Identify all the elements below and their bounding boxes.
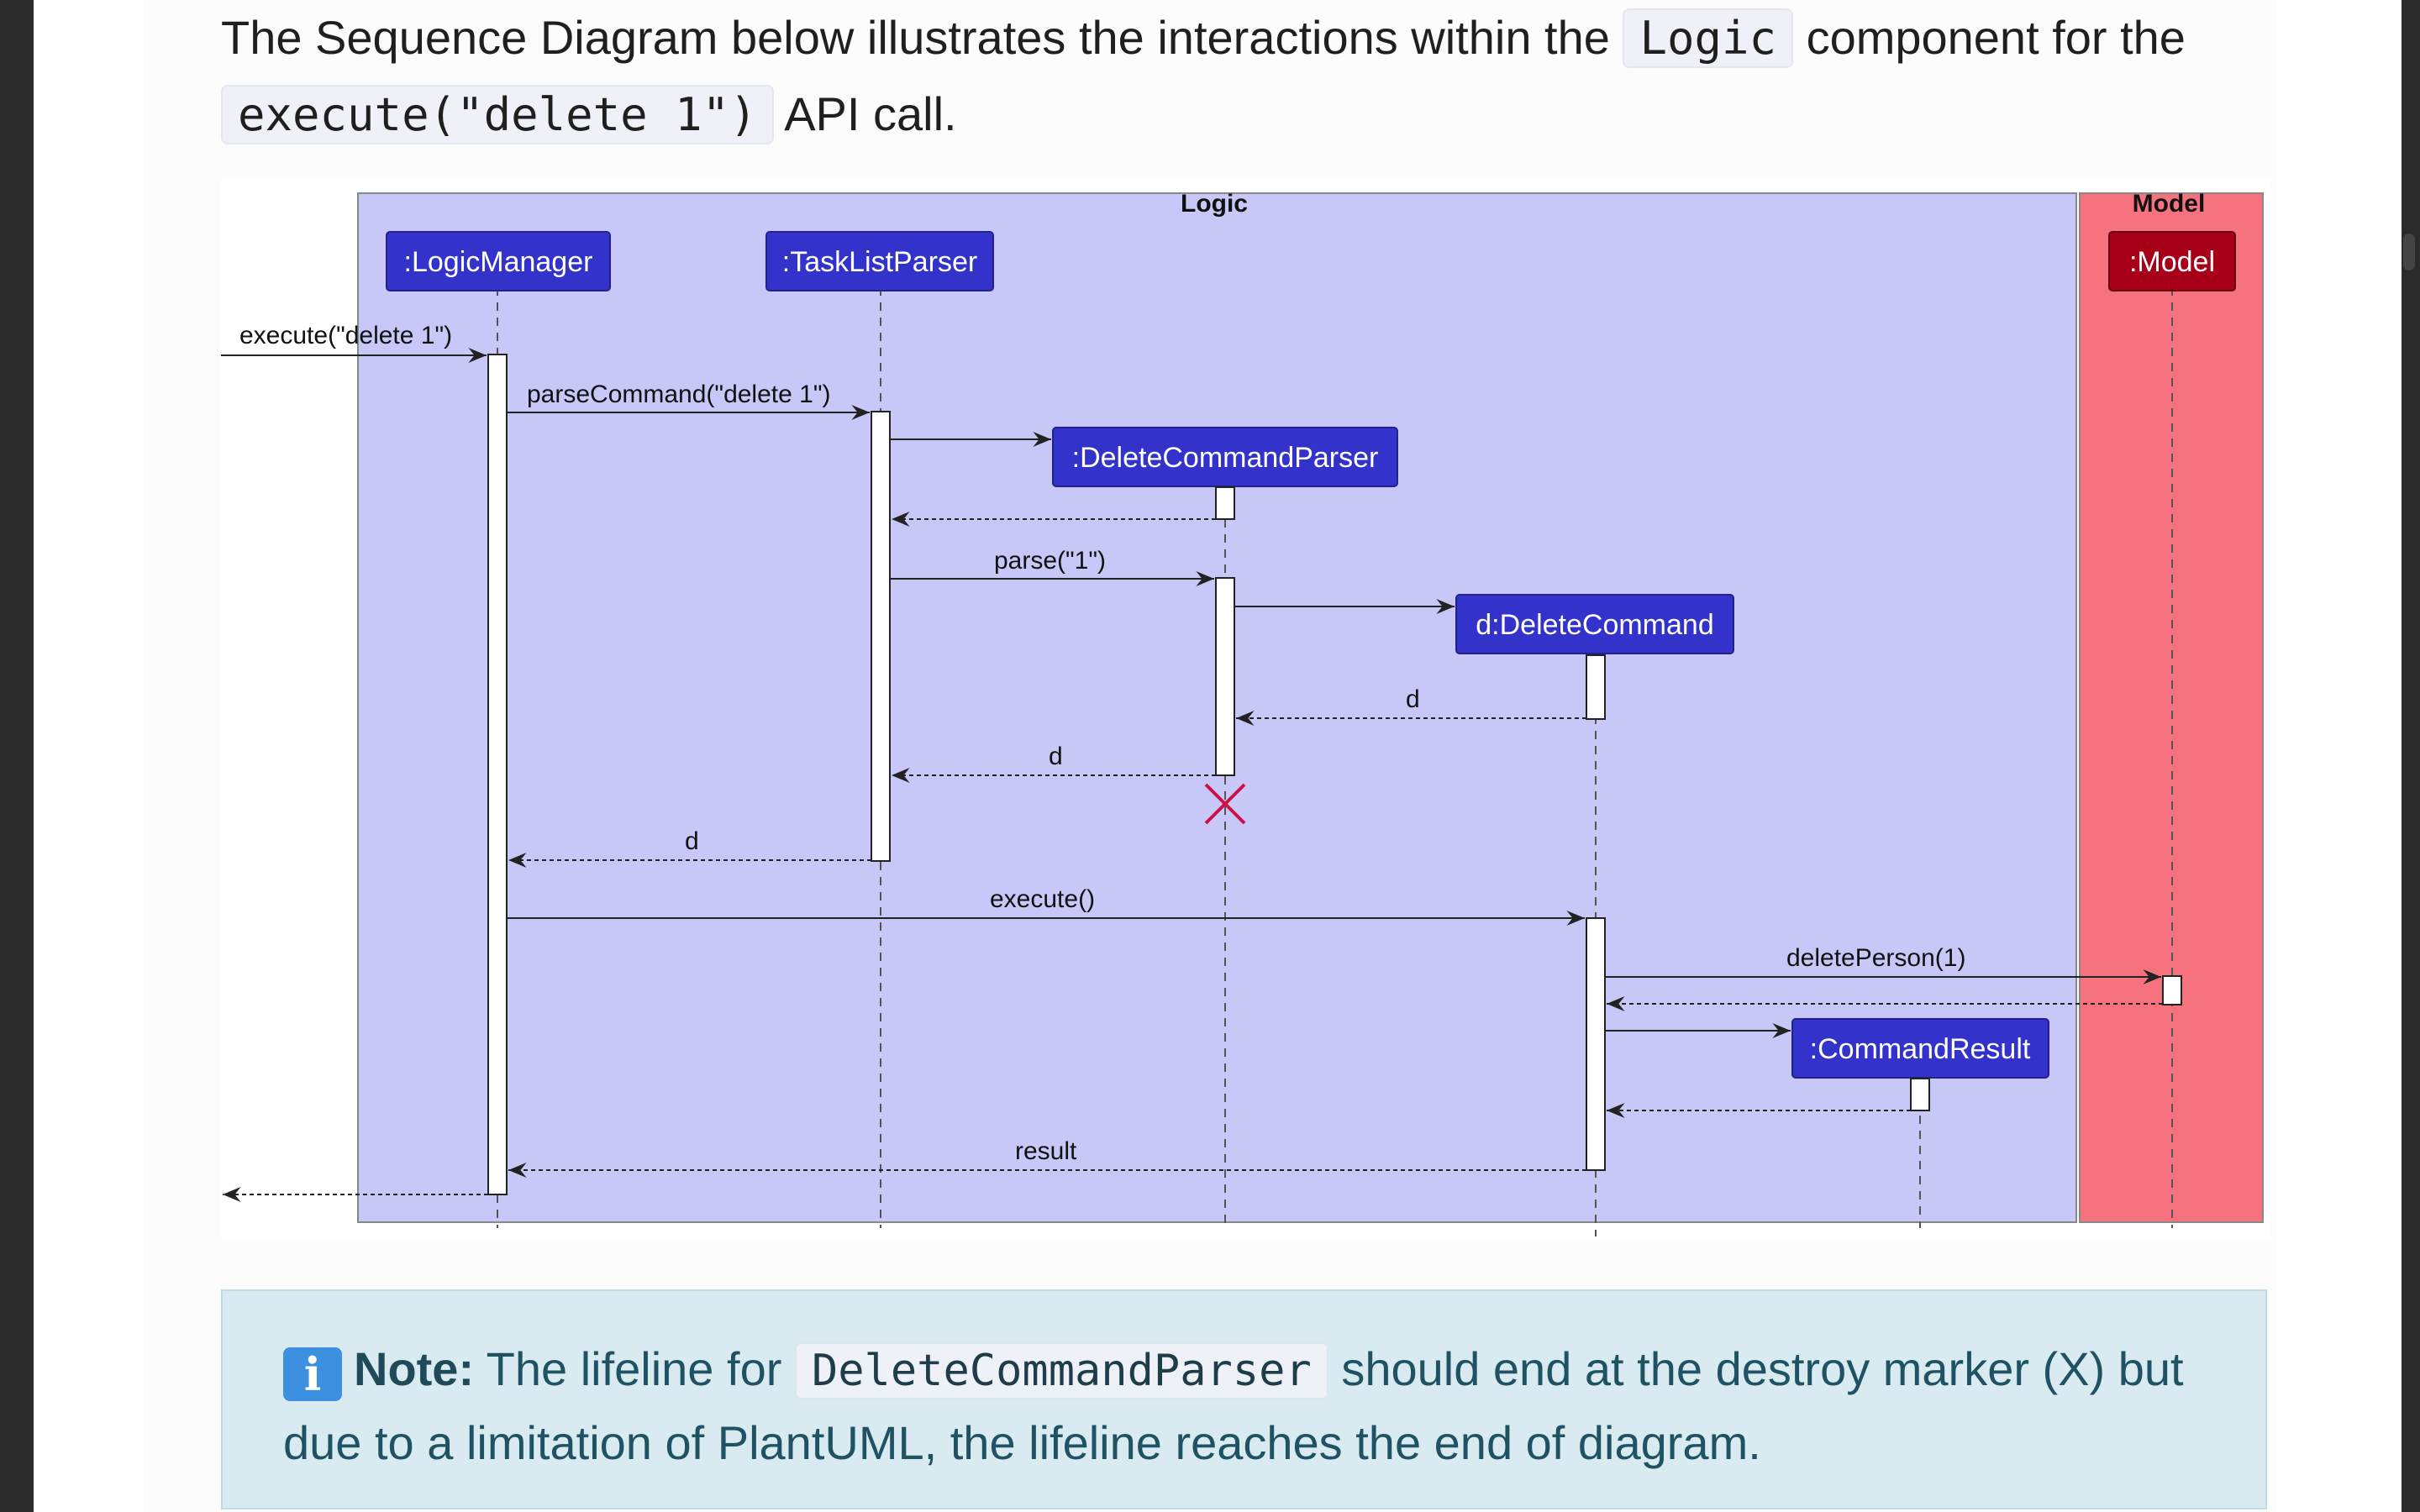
participant-delete-command-box xyxy=(1455,594,1734,654)
activation-logic-manager xyxy=(487,354,508,1195)
label-execute: execute() xyxy=(990,885,1095,913)
participant-logic-manager-box xyxy=(386,231,611,291)
activation-task-list-parser xyxy=(871,411,891,862)
label-delete-person: deletePerson(1) xyxy=(1786,944,1965,972)
scrollbar-thumb[interactable] xyxy=(2403,234,2415,270)
participant-logic-manager: :LogicManager xyxy=(404,246,593,278)
destroy-marker xyxy=(1204,783,1246,825)
sequence-diagram: Logic Model :LogicManager :TaskListParse… xyxy=(221,178,2271,1241)
intro-text-3: API call. xyxy=(784,87,957,140)
intro-code-execute: execute("delete 1") xyxy=(221,85,774,144)
activation-delete-command-execute xyxy=(1586,917,1606,1171)
model-box-title: Model xyxy=(2133,190,2206,218)
participant-delete-command: d:DeleteCommand xyxy=(1476,609,1713,641)
participant-model: :Model xyxy=(2129,246,2215,278)
activation-model xyxy=(2162,975,2182,1005)
label-return-d-3: d xyxy=(685,827,699,855)
note-code: DeleteCommandParser xyxy=(794,1342,1328,1399)
page: The Sequence Diagram below illustrates t… xyxy=(34,0,2402,1512)
label-result: result xyxy=(1015,1137,1077,1165)
note-label: Note: xyxy=(354,1342,475,1395)
label-execute-call: execute("delete 1") xyxy=(239,322,452,349)
participant-task-list-parser: :TaskListParser xyxy=(782,246,977,278)
label-return-d-2: d xyxy=(1049,743,1063,770)
intro-paragraph: The Sequence Diagram below illustrates t… xyxy=(221,0,2305,153)
participant-model-box xyxy=(2108,231,2236,291)
activation-delete-command-init xyxy=(1586,654,1606,720)
note-text-2: should end at the destroy marker (X) but… xyxy=(283,1342,2184,1469)
label-parse-command: parseCommand("delete 1") xyxy=(527,381,830,408)
intro-text-2: component for the xyxy=(1806,11,2186,64)
participant-task-list-parser-box xyxy=(765,231,994,291)
activation-command-result xyxy=(1910,1078,1930,1111)
activation-delete-command-parser-parse xyxy=(1215,577,1235,776)
label-parse: parse("1") xyxy=(994,547,1106,575)
participant-command-result: :CommandResult xyxy=(1810,1033,2031,1065)
intro-code-logic: Logic xyxy=(1623,8,1793,68)
activation-delete-command-parser-init xyxy=(1215,486,1235,520)
logic-box-title: Logic xyxy=(1181,190,1248,218)
note-text-1: The lifeline for xyxy=(486,1342,782,1395)
intro-text-1: The Sequence Diagram below illustrates t… xyxy=(221,11,1610,64)
label-return-d-1: d xyxy=(1406,685,1420,713)
model-box xyxy=(2079,192,2264,1223)
participant-delete-command-parser: :DeleteCommandParser xyxy=(1072,442,1379,474)
info-icon: i xyxy=(283,1347,342,1401)
